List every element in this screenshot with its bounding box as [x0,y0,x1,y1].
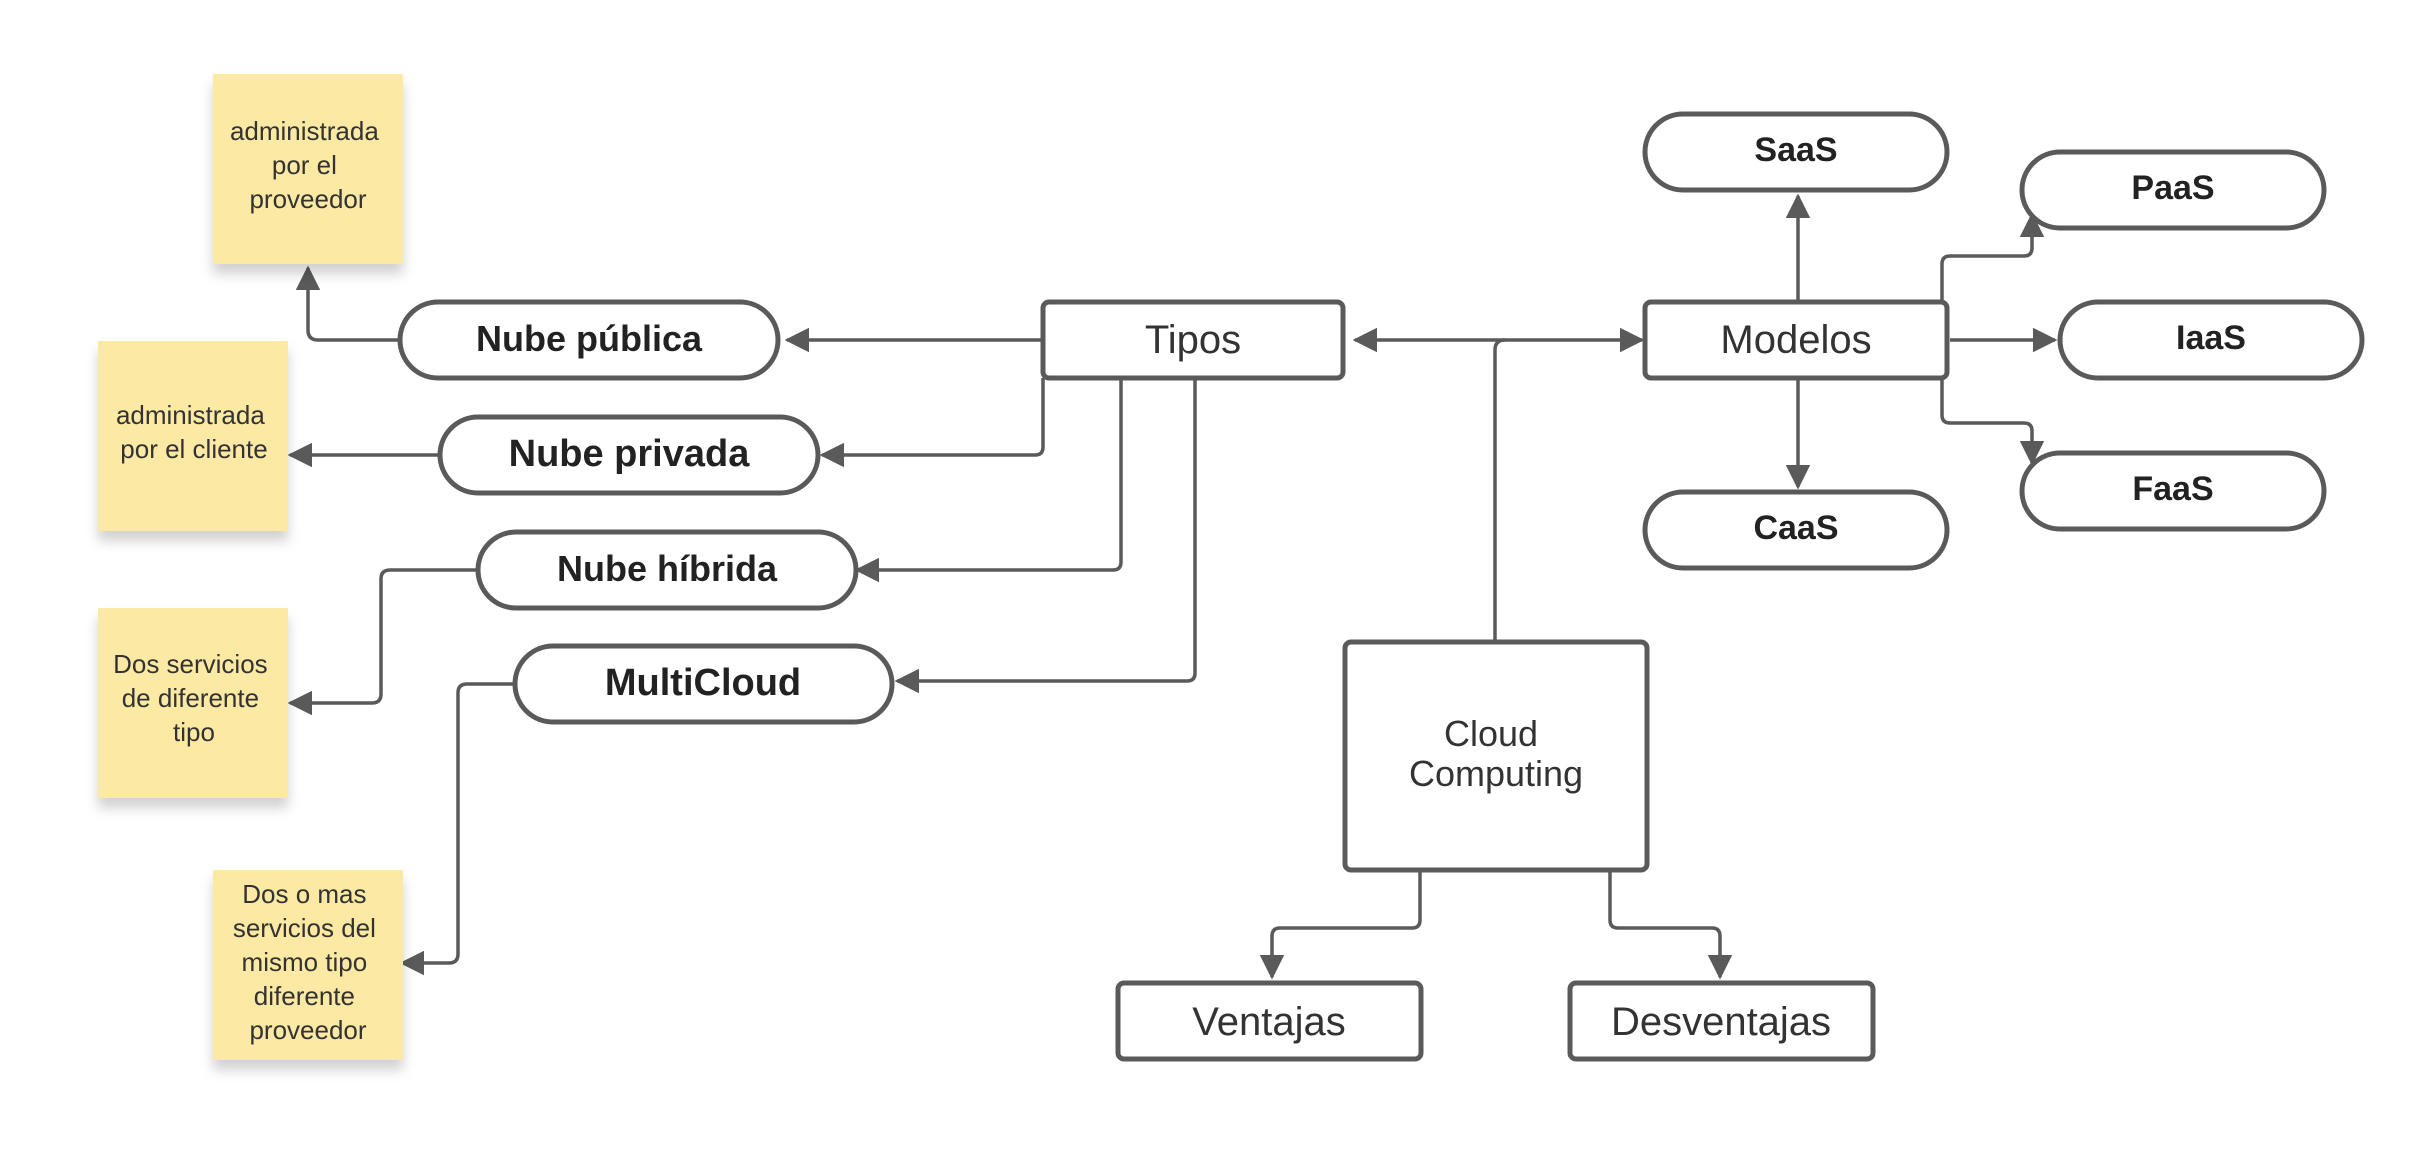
nube-privada-label: Nube privada [509,433,751,475]
connector-tipos-to-nube-hibrida [854,378,1123,583]
node-cloud-computing: Cloud Computing [1342,639,1650,873]
node-nube-privada: Nube privada [437,414,821,496]
type-nodes: Nube pública Nube privada Nube híbrida M… [397,299,895,725]
multicloud-label: MultiCloud [605,662,801,704]
paas-label: PaaS [2131,169,2214,207]
note-line: tipo [173,717,215,747]
svg-text:administrada por el: administrada por el proveedor [230,116,386,214]
node-modelos: Modelos [1642,299,1950,381]
note-line: Dos servicios [113,649,268,679]
note-line: mismo tipo [242,947,368,977]
modelos-label: Modelos [1720,318,1871,362]
note-line: por el cliente [120,434,267,464]
connector-tipos-to-multicloud [894,378,1197,694]
connectors [287,193,2058,980]
note-line: por el [272,150,337,180]
note-line: de diferente [122,683,259,713]
connector-cloud-trunk [1493,338,1506,642]
caas-label: CaaS [1753,509,1838,547]
svg-text:Dos servicios de difer: Dos servicios de diferente tipo [113,649,275,747]
note-line: administrada [230,116,379,146]
note-hibrida: Dos servicios de diferente tipo [98,608,288,798]
connector-nube-publica-to-note [295,265,400,342]
node-paas: PaaS [2019,149,2327,231]
tipos-label: Tipos [1145,318,1241,362]
node-iaas: IaaS [2057,299,2365,381]
note-line: proveedor [249,1015,366,1045]
saas-label: SaaS [1754,131,1837,169]
note-line: proveedor [249,184,366,214]
cloud-line1: Cloud [1444,713,1538,754]
ventajas-label: Ventajas [1192,1000,1345,1044]
node-caas: CaaS [1642,489,1950,571]
nube-publica-label: Nube pública [476,318,703,359]
note-privada: administrada por el cliente [98,341,288,531]
svg-text:Cloud Computing: Cloud Computing [1409,713,1583,794]
connector-cloud-to-desventajas [1608,872,1733,980]
faas-label: FaaS [2132,470,2213,508]
note-line: administrada [116,400,265,430]
model-nodes: SaaS PaaS IaaS FaaS CaaS [1642,111,2365,571]
connector-nube-hibrida-to-note [287,568,478,716]
note-line: Dos o mas [242,879,366,909]
cloud-line2: Computing [1409,753,1583,794]
note-line: servicios del [233,913,376,943]
node-ventajas: Ventajas [1115,980,1424,1062]
note-publica: administrada por el proveedor [213,74,403,264]
notes: administrada por el proveedor administra… [98,74,403,1060]
connector-modelos-to-faas [1940,378,2045,466]
connector-tipos-to-nube-privada [819,378,1045,468]
desventajas-label: Desventajas [1611,1000,1831,1044]
connector-multicloud-to-note [399,682,515,976]
node-tipos: Tipos [1040,299,1346,381]
node-nube-publica: Nube pública [397,299,781,381]
box-nodes: Cloud Computing Tipos Modelos Ventajas D… [1040,299,1950,1062]
node-faas: FaaS [2019,450,2327,532]
node-saas: SaaS [1642,111,1950,193]
connector-cloud-to-ventajas [1259,872,1422,980]
svg-text:administrada por el cl: administrada por el cliente [116,400,272,464]
note-line: diferente [254,981,355,1011]
node-desventajas: Desventajas [1567,980,1876,1062]
note-multicloud: Dos o mas servicios del mismo tipo difer… [213,870,403,1060]
svg-text:Dos o mas servicios de: Dos o mas servicios del mismo tipo difer… [233,879,383,1045]
node-multicloud: MultiCloud [512,643,895,725]
nube-hibrida-label: Nube híbrida [557,548,778,589]
connector-modelos-to-paas [1940,212,2045,302]
node-nube-hibrida: Nube híbrida [475,529,859,611]
iaas-label: IaaS [2176,319,2246,357]
